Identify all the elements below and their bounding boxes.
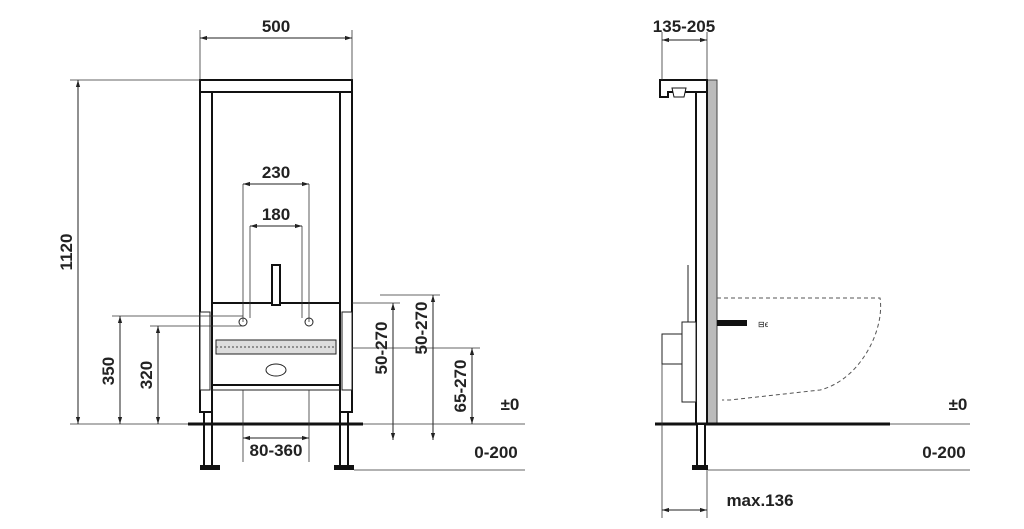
side-post — [695, 79, 708, 425]
dim-65-270: 65-270 — [451, 360, 470, 413]
foot-plate-right — [334, 465, 354, 470]
zero-level-side: ±0 — [949, 395, 968, 414]
dim-320: 320 — [137, 361, 156, 389]
foot-plate-left — [200, 465, 220, 470]
dim-height-total: 1120 — [57, 234, 76, 271]
pipe — [717, 320, 747, 326]
floor-adj-side: 0-200 — [922, 443, 965, 462]
center-rail — [271, 264, 281, 306]
drain — [265, 363, 287, 377]
dim-180: 180 — [262, 205, 290, 224]
side-view: ⊟ϵ 135-205 ±0 0-200 max.136 — [653, 17, 970, 518]
zero-level-front: ±0 — [501, 395, 520, 414]
bidet-outline — [717, 297, 882, 401]
wall — [706, 79, 718, 425]
dim-width-top: 500 — [262, 17, 290, 36]
dim-230: 230 — [262, 163, 290, 182]
dim-depth: 135-205 — [653, 17, 715, 36]
svg-text:⊟ϵ: ⊟ϵ — [758, 320, 769, 329]
front-view: 500 1120 230 180 350 320 50-270 50-270 — [57, 17, 525, 471]
foot-right — [339, 411, 349, 468]
dim-80-360: 80-360 — [250, 441, 303, 460]
floor-adj-front: 0-200 — [474, 443, 517, 462]
frame-top-bar — [199, 79, 353, 93]
dim-350: 350 — [99, 357, 118, 385]
foot-left — [203, 411, 213, 468]
dim-50-270-b: 50-270 — [412, 302, 431, 355]
dim-max-depth: max.136 — [726, 491, 793, 510]
